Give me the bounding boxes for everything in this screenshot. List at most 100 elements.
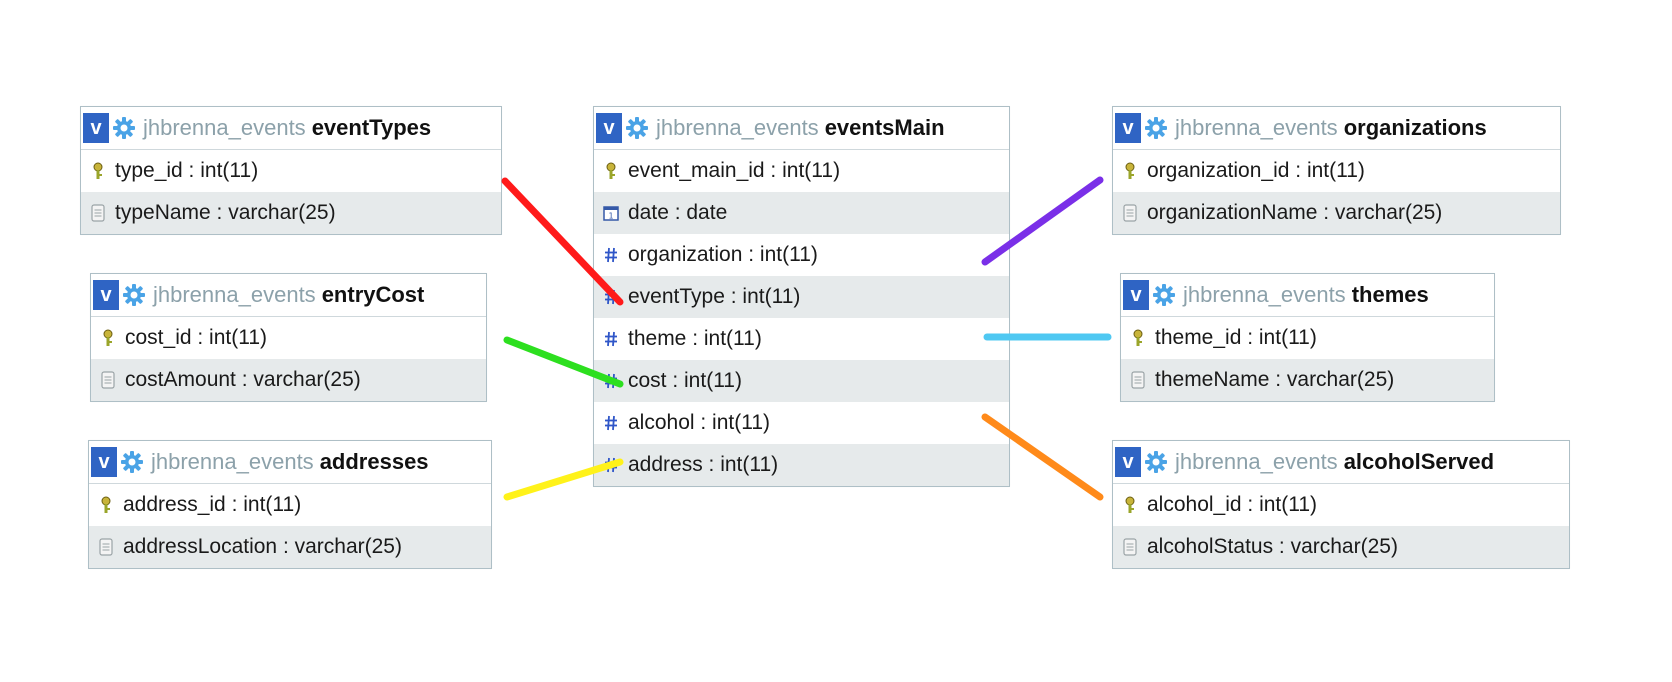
database-name: jhbrenna_events [1183,282,1346,307]
primary-key-icon [600,160,622,182]
column-label: theme_id : int(11) [1155,326,1317,349]
table-entrycost[interactable]: v jhbrenna_events entryCost cost_id : in… [90,273,487,402]
table-name: organizations [1343,115,1487,140]
numeric-field-icon [600,370,622,392]
numeric-field-icon [600,244,622,266]
toggle-columns-button[interactable]: v [1123,280,1149,310]
column-row[interactable]: 1 date : date [594,192,1009,234]
column-row[interactable]: theme_id : int(11) [1121,317,1494,359]
database-name: jhbrenna_events [656,115,819,140]
gear-icon[interactable] [1141,447,1171,477]
column-label: themeName : varchar(25) [1155,368,1395,391]
primary-key-icon [1119,160,1141,182]
toggle-columns-button[interactable]: v [1115,447,1141,477]
numeric-field-icon [600,328,622,350]
gear-icon[interactable] [119,280,149,310]
column-label: date : date [628,201,728,224]
column-row[interactable]: alcoholStatus : varchar(25) [1113,526,1569,568]
gear-icon[interactable] [622,113,652,143]
text-field-icon [1119,536,1141,558]
toggle-columns-button[interactable]: v [93,280,119,310]
numeric-field-icon [600,286,622,308]
svg-text:1: 1 [608,212,613,221]
database-name: jhbrenna_events [1175,115,1338,140]
gear-icon[interactable] [117,447,147,477]
column-row[interactable]: themeName : varchar(25) [1121,359,1494,401]
text-field-icon [87,202,109,224]
numeric-field-icon [600,454,622,476]
toggle-columns-button[interactable]: v [91,447,117,477]
column-label: costAmount : varchar(25) [125,368,361,391]
column-row[interactable]: alcohol_id : int(11) [1113,484,1569,526]
column-row[interactable]: theme : int(11) [594,318,1009,360]
column-row[interactable]: cost_id : int(11) [91,317,486,359]
column-row[interactable]: cost : int(11) [594,360,1009,402]
gear-icon[interactable] [1141,113,1171,143]
gear-icon[interactable] [1149,280,1179,310]
column-row[interactable]: eventType : int(11) [594,276,1009,318]
column-row[interactable]: address_id : int(11) [89,484,491,526]
table-name: themes [1351,282,1429,307]
table-themes[interactable]: v jhbrenna_events themes theme_id : int(… [1120,273,1495,402]
column-label: addressLocation : varchar(25) [123,535,402,558]
column-row[interactable]: type_id : int(11) [81,150,501,192]
column-row[interactable]: addressLocation : varchar(25) [89,526,491,568]
column-label: organization_id : int(11) [1147,159,1365,182]
column-label: typeName : varchar(25) [115,201,336,224]
column-row[interactable]: alcohol : int(11) [594,402,1009,444]
column-row[interactable]: event_main_id : int(11) [594,150,1009,192]
table-name: eventsMain [824,115,945,140]
column-label: cost_id : int(11) [125,326,268,349]
text-field-icon [1119,202,1141,224]
primary-key-icon [87,160,109,182]
database-name: jhbrenna_events [153,282,316,307]
database-name: jhbrenna_events [1175,449,1338,474]
primary-key-icon [95,494,117,516]
table-name: eventTypes [311,115,432,140]
column-label: alcohol : int(11) [628,411,771,434]
text-field-icon [95,536,117,558]
table-name: entryCost [321,282,425,307]
toggle-columns-button[interactable]: v [596,113,622,143]
column-row[interactable]: organization : int(11) [594,234,1009,276]
column-label: organization : int(11) [628,243,818,266]
primary-key-icon [1127,327,1149,349]
table-eventsmain[interactable]: v jhbrenna_events eventsMain event_main_… [593,106,1010,487]
column-label: type_id : int(11) [115,159,259,182]
column-row[interactable]: typeName : varchar(25) [81,192,501,234]
table-header[interactable]: v jhbrenna_events entryCost [91,274,486,317]
table-eventtypes[interactable]: v jhbrenna_events eventTypes type_id : i… [80,106,502,235]
column-row[interactable]: organizationName : varchar(25) [1113,192,1560,234]
column-label: alcoholStatus : varchar(25) [1147,535,1398,558]
column-row[interactable]: address : int(11) [594,444,1009,486]
table-header[interactable]: v jhbrenna_events themes [1121,274,1494,317]
table-header[interactable]: v jhbrenna_events eventTypes [81,107,501,150]
column-label: alcohol_id : int(11) [1147,493,1318,516]
table-header[interactable]: v jhbrenna_events organizations [1113,107,1560,150]
table-header[interactable]: v jhbrenna_events addresses [89,441,491,484]
table-alcoholserved[interactable]: v jhbrenna_events alcoholServed alcohol_… [1112,440,1570,569]
column-label: address : int(11) [628,453,779,476]
date-field-icon: 1 [600,202,622,224]
numeric-field-icon [600,412,622,434]
primary-key-icon [97,327,119,349]
column-row[interactable]: organization_id : int(11) [1113,150,1560,192]
database-name: jhbrenna_events [151,449,314,474]
column-label: cost : int(11) [628,369,742,392]
primary-key-icon [1119,494,1141,516]
table-organizations[interactable]: v jhbrenna_events organizations organiza… [1112,106,1561,235]
toggle-columns-button[interactable]: v [83,113,109,143]
text-field-icon [1127,369,1149,391]
table-addresses[interactable]: v jhbrenna_events addresses address_id :… [88,440,492,569]
toggle-columns-button[interactable]: v [1115,113,1141,143]
table-name: addresses [319,449,429,474]
column-label: organizationName : varchar(25) [1147,201,1443,224]
column-label: address_id : int(11) [123,493,302,516]
gear-icon[interactable] [109,113,139,143]
table-header[interactable]: v jhbrenna_events alcoholServed [1113,441,1569,484]
database-name: jhbrenna_events [143,115,306,140]
column-label: eventType : int(11) [628,285,801,308]
text-field-icon [97,369,119,391]
column-row[interactable]: costAmount : varchar(25) [91,359,486,401]
table-header[interactable]: v jhbrenna_events eventsMain [594,107,1009,150]
